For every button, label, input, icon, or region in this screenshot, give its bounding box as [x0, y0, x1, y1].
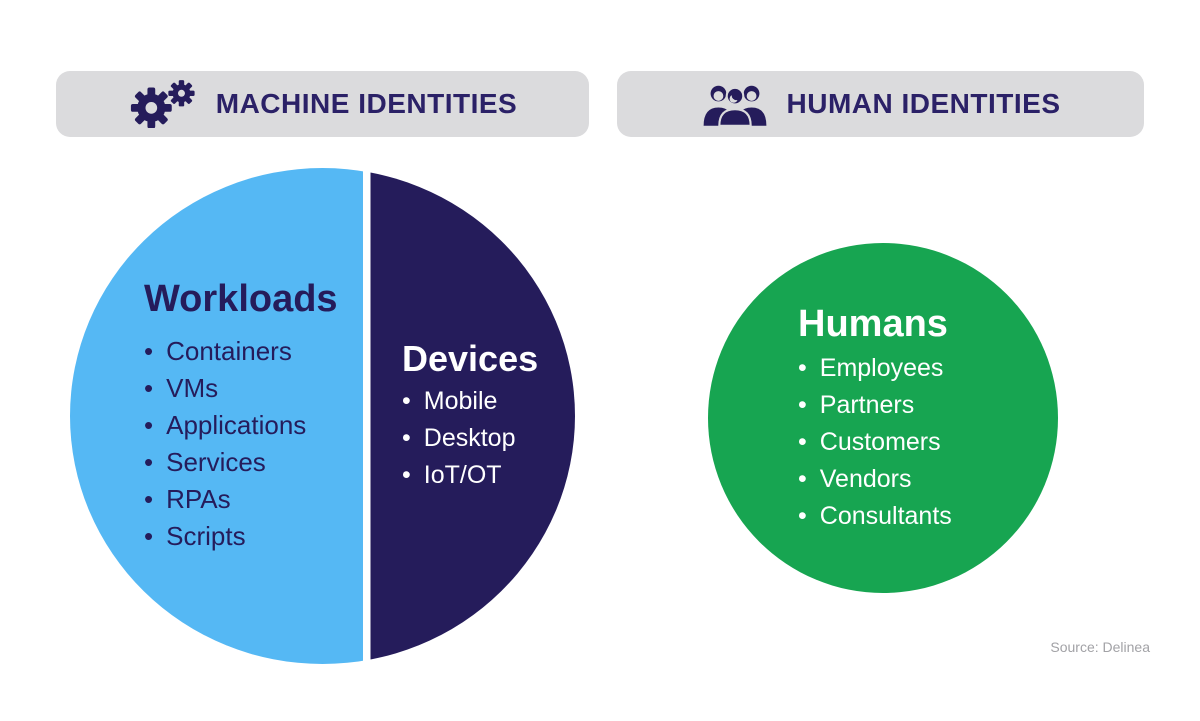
devices-title: Devices	[402, 338, 539, 379]
gears-icon	[130, 80, 195, 128]
devices-list: Mobile Desktop IoT/OT	[402, 388, 538, 488]
list-item: Vendors	[798, 466, 952, 492]
list-item: Services	[144, 449, 338, 475]
list-item: Desktop	[402, 425, 538, 451]
list-item: VMs	[144, 375, 338, 401]
human-identities-title: HUMAN IDENTITIES	[786, 88, 1061, 119]
machine-identities-title: MACHINE IDENTITIES	[215, 88, 518, 119]
workloads-section: Workloads Containers VMs Applications Se…	[144, 278, 338, 560]
source-note: Source: Delinea	[1050, 639, 1150, 655]
humans-section: Humans Employees Partners Customers Vend…	[798, 303, 952, 541]
list-item: Containers	[144, 338, 338, 364]
workloads-list: Containers VMs Applications Services RPA…	[144, 338, 338, 549]
list-item: Consultants	[798, 503, 952, 529]
human-circle: Humans Employees Partners Customers Vend…	[708, 243, 1058, 593]
list-item: Mobile	[402, 388, 538, 414]
machine-identities-header: MACHINE IDENTITIES	[56, 71, 589, 137]
list-item: Partners	[798, 392, 952, 418]
people-group-icon	[703, 85, 766, 127]
list-item: Scripts	[144, 523, 338, 549]
list-item: Applications	[144, 412, 338, 438]
humans-title: Humans	[798, 303, 948, 345]
list-item: Customers	[798, 429, 952, 455]
humans-list: Employees Partners Customers Vendors Con…	[798, 355, 952, 529]
machine-circle: Workloads Containers VMs Applications Se…	[70, 168, 575, 664]
list-item: RPAs	[144, 486, 338, 512]
list-item: IoT/OT	[402, 462, 538, 488]
devices-section: Devices Mobile Desktop IoT/OT	[402, 340, 538, 500]
workloads-title: Workloads	[144, 278, 338, 320]
human-identities-header: HUMAN IDENTITIES	[617, 71, 1144, 137]
list-item: Employees	[798, 355, 952, 381]
